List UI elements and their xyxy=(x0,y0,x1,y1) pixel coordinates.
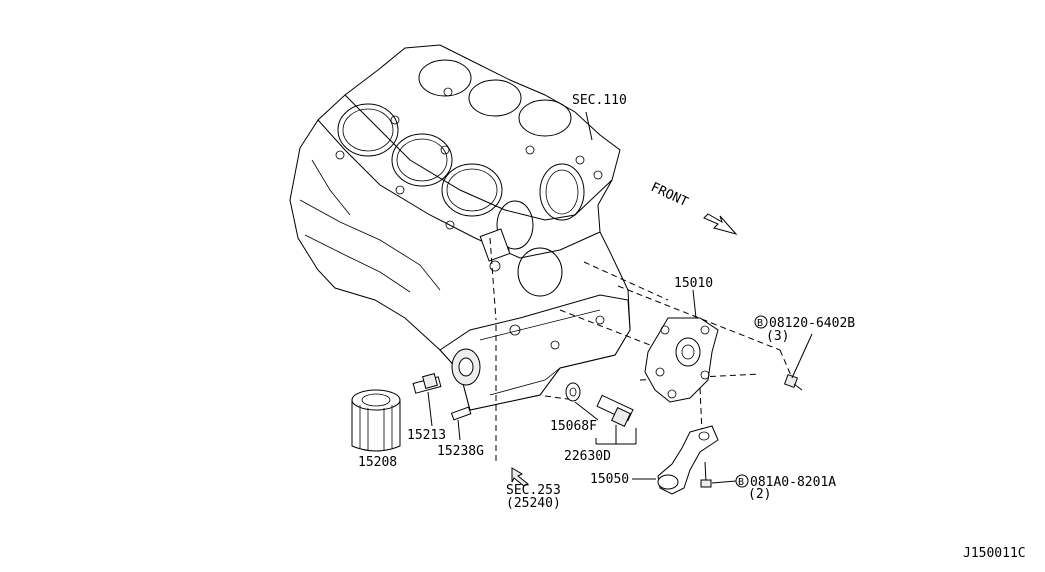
label-sec253-ref: (25240) xyxy=(506,496,561,511)
bolt-marker-icon xyxy=(754,315,768,329)
label-22630d: 22630D xyxy=(564,449,611,464)
bolt-081a0-8201a xyxy=(700,461,737,488)
connector-15213 xyxy=(412,373,442,427)
bolt-08120-6402b xyxy=(783,333,813,391)
relief-valve-15238g xyxy=(450,406,472,441)
bolt-marker-1: B xyxy=(757,318,763,329)
engine-block xyxy=(289,44,631,411)
diagram-id: J150011C xyxy=(963,546,1026,561)
label-sec110: SEC.110 xyxy=(572,93,627,108)
label-sec253: SEC.253 xyxy=(506,483,561,498)
label-15050: 15050 xyxy=(590,472,629,487)
oil-pump-15010 xyxy=(644,289,719,403)
oil-strainer-15050 xyxy=(632,425,719,495)
oil-pressure-switch-22630d xyxy=(595,394,637,445)
sec253-arrow xyxy=(511,467,529,487)
label-bolt2-qty: (2) xyxy=(748,487,771,502)
oil-filter-15208 xyxy=(351,389,401,452)
front-arrow-icon xyxy=(703,213,738,235)
label-bolt1-qty: (3) xyxy=(766,329,789,344)
label-bolt2-code: 081A0-8201A xyxy=(750,475,836,490)
label-15208: 15208 xyxy=(358,455,397,470)
bolt-marker-icon-2 xyxy=(735,474,749,488)
bolt-marker-2: B xyxy=(738,477,744,488)
label-bolt1-code: 08120-6402B xyxy=(769,316,855,331)
washer-15068f xyxy=(565,382,599,421)
label-15238g: 15238G xyxy=(437,444,484,459)
label-front: FRONT xyxy=(648,180,690,210)
label-15010: 15010 xyxy=(674,276,713,291)
label-15068f: 15068F xyxy=(550,419,597,434)
label-15213: 15213 xyxy=(407,428,446,443)
